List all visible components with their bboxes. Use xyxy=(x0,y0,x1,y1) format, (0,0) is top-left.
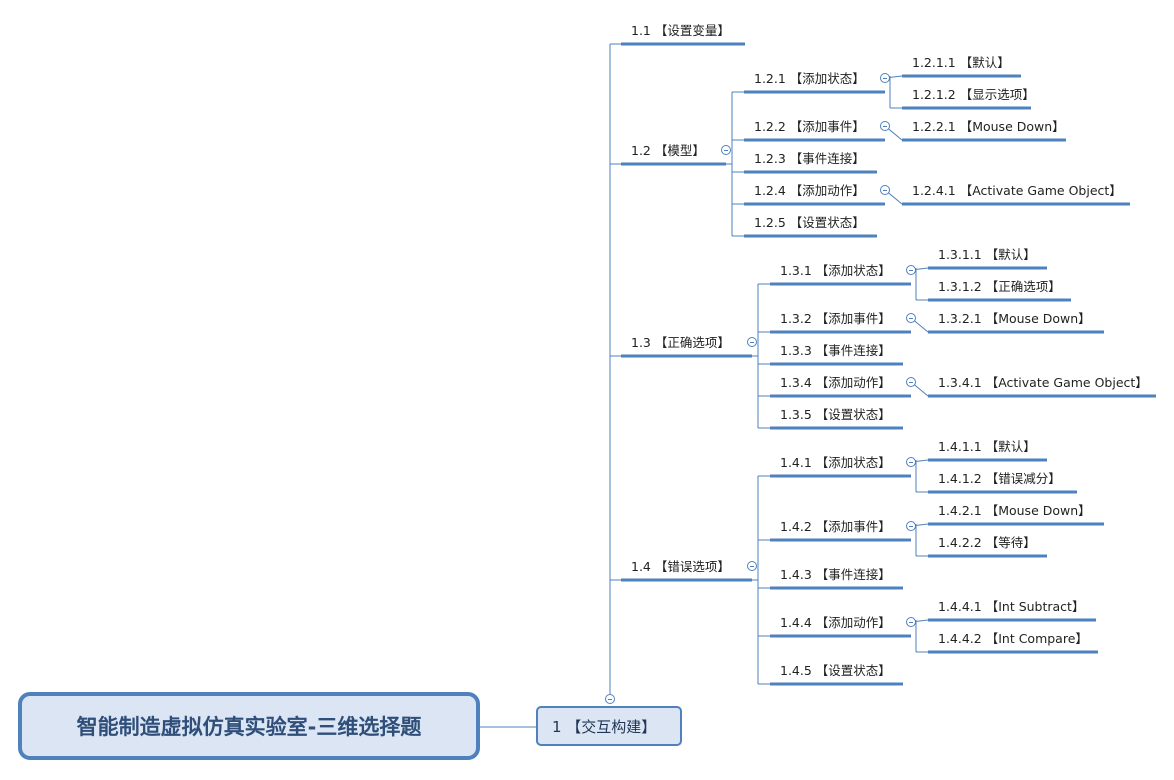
central-topic-label: 智能制造虚拟仿真实验室-三维选择题 xyxy=(76,715,422,739)
node-1-4-1[interactable]: 1.4.1 【添加状态】 xyxy=(780,455,891,470)
node-1-2-1-1[interactable]: 1.2.1.1 【默认】 xyxy=(912,55,1010,70)
central-topic[interactable]: 智能制造虚拟仿真实验室-三维选择题 xyxy=(18,692,480,760)
collapse-toggle-icon[interactable] xyxy=(906,617,916,627)
collapse-toggle-icon[interactable] xyxy=(906,313,916,323)
node-1-4-2-1[interactable]: 1.4.2.1 【Mouse Down】 xyxy=(938,503,1091,518)
node-1-4-2[interactable]: 1.4.2 【添加事件】 xyxy=(780,519,891,534)
node-1-2[interactable]: 1.2 【模型】 xyxy=(631,143,705,158)
node-1-1[interactable]: 1.1 【设置变量】 xyxy=(631,23,730,38)
collapse-toggle-icon[interactable] xyxy=(605,694,615,704)
node-1-2-1[interactable]: 1.2.1 【添加状态】 xyxy=(754,71,865,86)
node-1-4-4-2[interactable]: 1.4.4.2 【Int Compare】 xyxy=(938,631,1088,646)
node-1-3-5[interactable]: 1.3.5 【设置状态】 xyxy=(780,407,891,422)
main-topic[interactable]: 1 【交互构建】 xyxy=(536,706,682,746)
node-1-4-1-2[interactable]: 1.4.1.2 【错误减分】 xyxy=(938,471,1061,486)
collapse-toggle-icon[interactable] xyxy=(880,73,890,83)
collapse-toggle-icon[interactable] xyxy=(880,185,890,195)
node-1-3-3[interactable]: 1.3.3 【事件连接】 xyxy=(780,343,891,358)
collapse-toggle-icon[interactable] xyxy=(906,265,916,275)
node-1-4-1-1[interactable]: 1.4.1.1 【默认】 xyxy=(938,439,1036,454)
collapse-toggle-icon[interactable] xyxy=(906,521,916,531)
node-1-4-2-2[interactable]: 1.4.2.2 【等待】 xyxy=(938,535,1036,550)
collapse-toggle-icon[interactable] xyxy=(906,457,916,467)
node-1-4-4[interactable]: 1.4.4 【添加动作】 xyxy=(780,615,891,630)
collapse-toggle-icon[interactable] xyxy=(906,377,916,387)
collapse-toggle-icon[interactable] xyxy=(721,145,731,155)
node-1-2-4-1[interactable]: 1.2.4.1 【Activate Game Object】 xyxy=(912,183,1122,198)
node-1-4-3[interactable]: 1.4.3 【事件连接】 xyxy=(780,567,891,582)
node-1-4-5[interactable]: 1.4.5 【设置状态】 xyxy=(780,663,891,678)
collapse-toggle-icon[interactable] xyxy=(880,121,890,131)
node-1-2-2[interactable]: 1.2.2 【添加事件】 xyxy=(754,119,865,134)
collapse-toggle-icon[interactable] xyxy=(747,337,757,347)
node-1-3-2[interactable]: 1.3.2 【添加事件】 xyxy=(780,311,891,326)
node-1-3-1[interactable]: 1.3.1 【添加状态】 xyxy=(780,263,891,278)
node-1-2-1-2[interactable]: 1.2.1.2 【显示选项】 xyxy=(912,87,1035,102)
node-1-3-4[interactable]: 1.3.4 【添加动作】 xyxy=(780,375,891,390)
node-1-3-2-1[interactable]: 1.3.2.1 【Mouse Down】 xyxy=(938,311,1091,326)
node-1-2-3[interactable]: 1.2.3 【事件连接】 xyxy=(754,151,865,166)
collapse-toggle-icon[interactable] xyxy=(747,561,757,571)
node-1-3-4-1[interactable]: 1.3.4.1 【Activate Game Object】 xyxy=(938,375,1148,390)
node-1-2-2-1[interactable]: 1.2.2.1 【Mouse Down】 xyxy=(912,119,1065,134)
node-1-4[interactable]: 1.4 【错误选项】 xyxy=(631,559,730,574)
node-1-4-4-1[interactable]: 1.4.4.1 【Int Subtract】 xyxy=(938,599,1085,614)
node-1-2-5[interactable]: 1.2.5 【设置状态】 xyxy=(754,215,865,230)
node-1-3[interactable]: 1.3 【正确选项】 xyxy=(631,335,730,350)
main-topic-label: 1 【交互构建】 xyxy=(552,717,657,736)
node-1-3-1-2[interactable]: 1.3.1.2 【正确选项】 xyxy=(938,279,1061,294)
node-1-3-1-1[interactable]: 1.3.1.1 【默认】 xyxy=(938,247,1036,262)
node-1-2-4[interactable]: 1.2.4 【添加动作】 xyxy=(754,183,865,198)
